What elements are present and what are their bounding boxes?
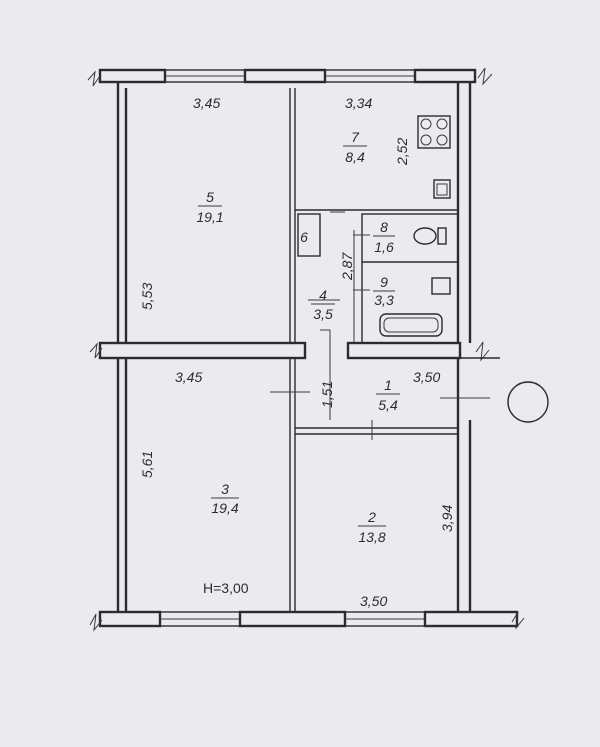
svg-text:1: 1 [384,377,392,393]
room-label-6: 6 [300,229,308,245]
dim-room2-depth: 3,94 [439,505,455,532]
exterior-walls [87,67,525,632]
dim-room7-width: 3,34 [345,95,372,111]
svg-text:3,3: 3,3 [374,292,394,308]
svg-text:1,6: 1,6 [374,239,394,255]
svg-text:4: 4 [319,287,327,303]
dim-corridor-depth: 2,87 [339,252,355,281]
toilet-icon [413,227,447,245]
svg-text:19,4: 19,4 [211,500,238,516]
stove-icon [417,115,451,149]
dim-room5-depth: 5,53 [139,283,155,310]
svg-text:19,1: 19,1 [196,209,223,225]
room-label-4: 4 3,5 [311,287,335,322]
svg-text:13,8: 13,8 [358,529,385,545]
svg-text:6: 6 [300,229,308,245]
sink-icon [433,179,451,199]
entrance-marker [440,381,549,423]
svg-text:7: 7 [351,129,360,145]
dim-room7-depth: 2,52 [394,138,410,166]
dim-room1-depth: 1,51 [319,381,335,408]
room-label-7: 7 8,4 [343,129,367,165]
svg-text:8: 8 [380,219,388,235]
svg-text:3,5: 3,5 [313,306,333,322]
bathtub-icon [379,313,443,337]
dimension-ticks [270,211,373,440]
dim-room1-width: 3,50 [413,369,440,385]
room-label-8: 8 1,6 [373,219,395,255]
washbasin-icon [431,277,451,295]
room-label-2: 2 13,8 [358,509,386,545]
svg-text:5,4: 5,4 [378,397,398,413]
svg-text:3: 3 [221,481,229,497]
room-label-5: 5 19,1 [196,189,223,225]
dim-room2-width: 3,50 [360,593,387,609]
svg-text:5: 5 [206,189,214,205]
room-label-9: 9 3,3 [373,274,395,308]
ceiling-height: H=3,00 [203,580,249,596]
svg-text:2: 2 [367,509,376,525]
interior-partitions [289,88,459,612]
dim-room5-width: 3,45 [193,95,220,111]
dim-room3-depth: 5,61 [139,451,155,478]
svg-text:9: 9 [380,274,388,290]
dim-room3-width: 3,45 [175,369,202,385]
room-label-1: 1 5,4 [376,377,400,413]
svg-text:8,4: 8,4 [345,149,365,165]
room-label-3: 3 19,4 [211,481,239,516]
